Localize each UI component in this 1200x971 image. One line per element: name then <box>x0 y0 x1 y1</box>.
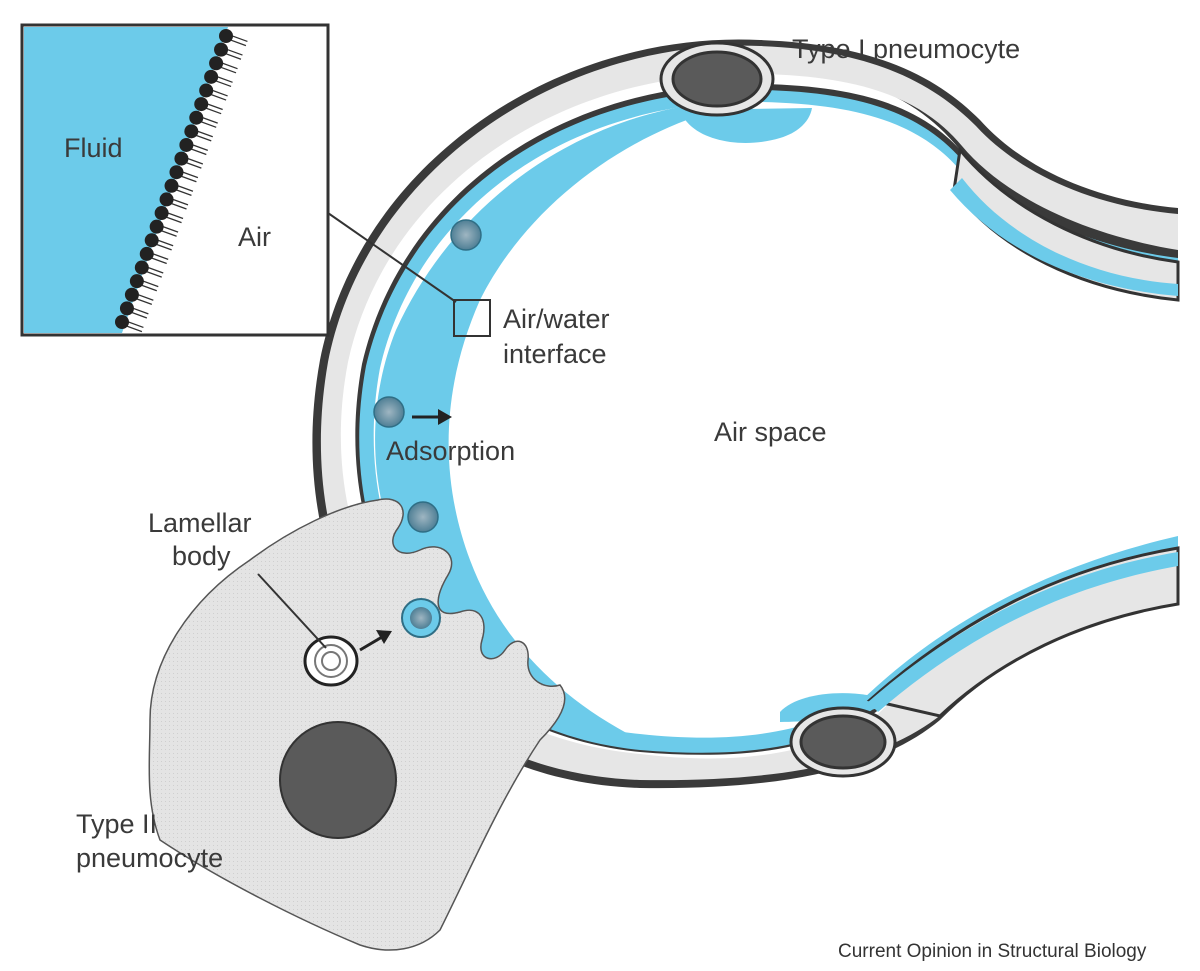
lipid-head <box>214 42 229 57</box>
label-lamellar-line2: body <box>172 541 231 571</box>
label-type2-line1: Type II <box>76 809 157 839</box>
surfactant-monolayer <box>115 29 248 333</box>
lamellar-body-core-inner <box>321 651 341 671</box>
lipid-head <box>219 29 233 43</box>
lipid-head <box>154 206 169 221</box>
type2-nucleus <box>279 721 397 839</box>
label-air: Air <box>238 222 271 252</box>
interface-leader <box>327 212 457 303</box>
lipid-head <box>174 151 189 166</box>
fluid-thick-left <box>375 99 760 741</box>
secretion-arrow-shaft <box>359 635 383 652</box>
lipid-head <box>115 315 129 329</box>
adsorption-arrow-head <box>438 409 452 425</box>
label-fluid: Fluid <box>64 133 123 163</box>
inset-fluid <box>24 27 228 333</box>
lipid-head <box>164 178 179 193</box>
type1-nucleus-top <box>671 50 763 108</box>
lipid-head <box>194 97 209 112</box>
secretion-arrow-head <box>376 630 392 644</box>
credit-line: Current Opinion in Structural Biology <box>838 941 1147 962</box>
label-type2-line2: pneumocyte <box>76 843 223 873</box>
lower-tube-fluid <box>868 552 1178 712</box>
lipid-head <box>134 260 149 275</box>
label-type1-pneumocyte: Type I pneumocyte <box>792 34 1020 64</box>
fluid-bulge-top <box>680 108 812 143</box>
vesicle-secreted-core <box>410 607 432 629</box>
lipid-head <box>129 274 144 289</box>
lamellar-body <box>303 635 359 687</box>
interface-box <box>453 299 491 337</box>
lipid-head <box>179 137 194 152</box>
label-lamellar-line1: Lamellar <box>148 508 252 538</box>
vesicle-top <box>450 219 482 251</box>
lipid-head <box>199 83 214 98</box>
lipid-head <box>184 124 199 139</box>
lipid-head <box>189 110 204 125</box>
upper-tube-fluid <box>950 178 1178 296</box>
lipid-head <box>144 233 159 248</box>
label-air-space: Air space <box>714 417 827 447</box>
lipid-head <box>159 192 174 207</box>
lipid-head <box>124 287 139 302</box>
lipid-head <box>119 301 134 316</box>
label-adsorption: Adsorption <box>386 436 515 466</box>
lipid-head <box>209 56 224 71</box>
lipid-head <box>139 246 154 261</box>
label-interface-line2: interface <box>503 339 607 369</box>
vesicle-adsorbing <box>373 396 405 428</box>
label-interface-line1: Air/water <box>503 304 610 334</box>
lipid-head <box>149 219 164 234</box>
lower-tube <box>866 546 1180 718</box>
lipid-head <box>204 69 219 84</box>
type1-nucleus-bottom <box>799 714 887 770</box>
lamellar-leader <box>257 573 327 649</box>
vesicle-2 <box>407 501 439 533</box>
inset-frame-border <box>20 23 330 337</box>
lamellar-body-core <box>314 644 348 678</box>
lipid-head <box>169 165 184 180</box>
